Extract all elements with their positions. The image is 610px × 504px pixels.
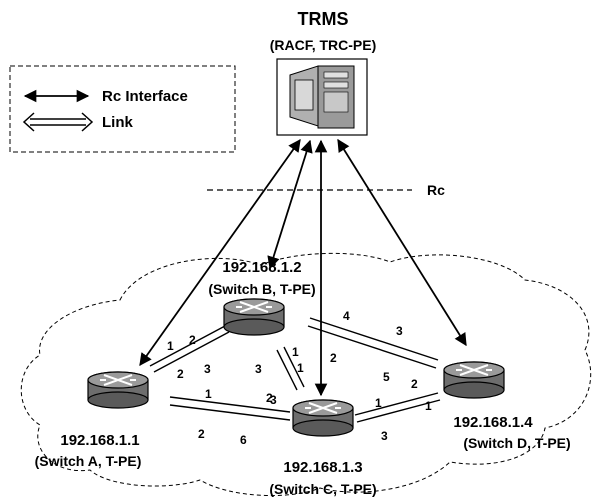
switch-a-label: (Switch A, T-PE) xyxy=(35,453,142,469)
port-ab-a2: 2 xyxy=(177,367,184,381)
legend-link-label: Link xyxy=(102,114,133,131)
link-b-c xyxy=(276,346,305,391)
switch-c-icon xyxy=(292,399,354,437)
link-c-d xyxy=(354,392,441,423)
port-ac-a2: 2 xyxy=(198,427,205,441)
legend: Rc Interface Link xyxy=(9,65,236,153)
port-ac-c3: 3 xyxy=(270,393,277,407)
port-ab-a1: 1 xyxy=(167,339,174,353)
link-legend-line xyxy=(22,112,94,132)
port-cd-d1: 1 xyxy=(425,399,432,413)
legend-rc-interface-label: Rc Interface xyxy=(102,88,188,105)
switch-d-icon xyxy=(443,361,505,399)
port-ab-b2: 2 xyxy=(189,333,196,347)
server-icon xyxy=(276,58,368,136)
port-cd-c1: 1 xyxy=(375,396,382,410)
port-cd-c3: 3 xyxy=(381,429,388,443)
server-subtitle: (RACF, TRC-PE) xyxy=(270,37,377,53)
port-bd-d3: 3 xyxy=(396,324,403,338)
rc-arrow-b xyxy=(267,139,313,270)
switch-a-icon xyxy=(87,371,149,409)
port-bd-b2: 2 xyxy=(330,351,337,365)
switch-b-ip: 192.168.1.2 xyxy=(222,259,301,276)
port-bc-b3: 3 xyxy=(255,362,262,376)
port-bd-b4: 4 xyxy=(343,309,350,323)
port-ac-c6: 6 xyxy=(240,433,247,447)
link-a-b xyxy=(149,325,230,373)
port-bc-c1: 1 xyxy=(297,361,304,375)
switch-b-label: (Switch B, T-PE) xyxy=(208,281,315,297)
link-b-d xyxy=(307,317,439,369)
port-numbers: 1 2 2 3 1 2 3 6 3 1 2 1 4 2 3 5 1 3 2 1 xyxy=(167,309,432,447)
port-bc-b1: 1 xyxy=(292,345,299,359)
switch-a-ip: 192.168.1.1 xyxy=(60,432,139,449)
port-bc-c2: 2 xyxy=(266,391,273,405)
port-ac-a1: 1 xyxy=(205,387,212,401)
rc-label: Rc xyxy=(427,182,445,198)
port-bd-d5: 5 xyxy=(383,370,390,384)
network-cloud xyxy=(20,252,592,497)
switch-b-icon xyxy=(223,298,285,336)
switch-d-ip: 192.168.1.4 xyxy=(453,414,533,431)
port-cd-d2: 2 xyxy=(411,377,418,391)
switch-c-ip: 192.168.1.3 xyxy=(283,459,362,476)
port-ab-b3: 3 xyxy=(204,362,211,376)
switch-d-label: (Switch D, T-PE) xyxy=(463,435,570,451)
server-title: TRMS xyxy=(298,9,349,29)
link-a-c xyxy=(169,396,291,421)
rc-arrow-d xyxy=(337,138,467,347)
switch-c-label: (Switch C, T-PE) xyxy=(269,481,376,497)
